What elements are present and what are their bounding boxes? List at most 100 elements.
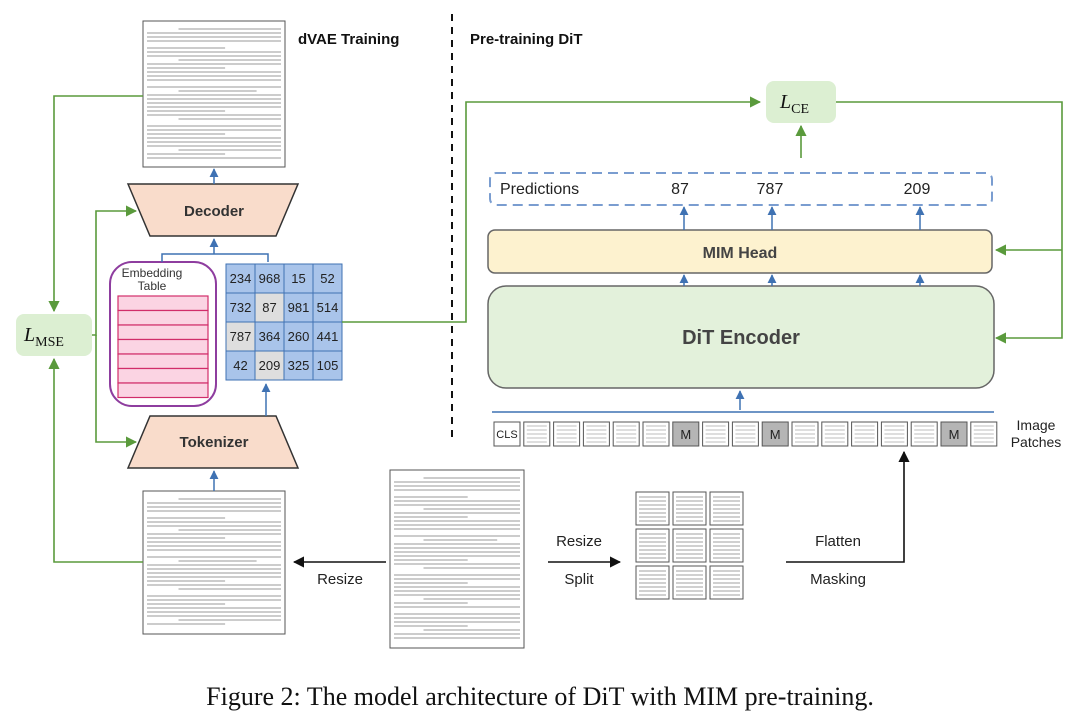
embedding-row (117, 324, 209, 341)
mim-head-label: MIM Head (703, 245, 778, 262)
embedding-row (117, 309, 209, 326)
token-value: 15 (291, 271, 305, 286)
mim-to-prediction-arrows (679, 206, 925, 230)
image-patch (970, 421, 998, 447)
token-value: 42 (233, 358, 247, 373)
image-patch (582, 421, 610, 447)
token-value: 234 (230, 271, 252, 286)
ce-loss-symbol: L (779, 91, 791, 113)
image-patch (731, 421, 759, 447)
mse-loss-symbol: L (23, 324, 35, 346)
decoder-block: Decoder (126, 183, 300, 237)
split-patch (635, 491, 670, 526)
resize-left-label: Resize (317, 571, 363, 588)
tokenizer-label: Tokenizer (180, 434, 249, 451)
mse-loss-box: LMSE (16, 314, 92, 356)
masked-patch (672, 421, 700, 447)
split-patch (635, 565, 670, 600)
embedding-row (117, 338, 209, 355)
image-patch (821, 421, 849, 447)
pretraining-dit-heading: Pre-training DiT (470, 31, 583, 48)
cls-token-label: CLS (496, 429, 517, 441)
split-patches-grid (635, 491, 744, 600)
embedding-row (117, 367, 209, 384)
masking-label: Masking (810, 571, 866, 588)
split-patch (672, 491, 707, 526)
grid-to-decoder-bracket (161, 238, 269, 262)
masked-patch (761, 421, 789, 447)
split-patch (709, 491, 744, 526)
token-cell (254, 350, 285, 381)
flatten-masking-arrow (786, 450, 910, 563)
image-patch (851, 421, 879, 447)
token-cell (312, 292, 343, 323)
flatten-label: Flatten (815, 533, 861, 550)
dvae-training-heading: dVAE Training (298, 31, 399, 48)
token-cell (225, 263, 256, 294)
token-cell (254, 321, 285, 352)
token-value: 209 (259, 358, 281, 373)
split-patch (709, 528, 744, 563)
embedding-table: Embedding Table (109, 261, 217, 407)
input-document-thumbnail (142, 490, 286, 635)
token-value: 514 (317, 300, 339, 315)
token-value: 105 (317, 358, 339, 373)
prediction-value-1: 87 (671, 181, 689, 198)
ce-feedback-line (836, 101, 1063, 344)
token-cell (283, 292, 314, 323)
tokens-to-ce-loss-arrow (342, 96, 762, 323)
mask-token-label: M (949, 427, 960, 442)
encoder-to-mim-arrows (679, 274, 925, 286)
token-cell (225, 292, 256, 323)
dit-encoder-block: DiT Encoder (487, 285, 995, 389)
cls-token (493, 421, 521, 447)
image-patches-label-line1: Image (1017, 417, 1056, 433)
image-patch (612, 421, 640, 447)
image-patch (880, 421, 908, 447)
patch-sequence: CLS M M M (493, 421, 998, 447)
svg-text:LMSE: LMSE (23, 324, 64, 350)
image-patch (702, 421, 730, 447)
image-patch (553, 421, 581, 447)
mim-head-block: MIM Head (487, 229, 993, 274)
mse-to-tokenizer-arrow (95, 335, 138, 448)
original-document-thumbnail (389, 469, 525, 649)
token-value: 52 (320, 271, 334, 286)
token-value: 732 (230, 300, 252, 315)
svg-text:LCE: LCE (779, 91, 809, 117)
split-label: Split (564, 571, 594, 588)
split-patch (672, 528, 707, 563)
prediction-value-2: 787 (757, 181, 784, 198)
token-value: 260 (288, 329, 310, 344)
mse-loss-subscript: MSE (35, 335, 64, 350)
predictions-label: Predictions (500, 181, 579, 198)
image-patches-label-line2: Patches (1011, 434, 1062, 450)
image-patch (910, 421, 938, 447)
token-cell (283, 321, 314, 352)
embedding-table-label-line1: Embedding (122, 266, 183, 280)
token-cell (312, 321, 343, 352)
mse-to-decoder-arrow (92, 205, 138, 336)
image-patch (523, 421, 551, 447)
token-cell (225, 321, 256, 352)
token-value: 441 (317, 329, 339, 344)
mask-token-label: M (680, 427, 691, 442)
input-doc-to-mse-arrow (48, 357, 143, 563)
split-patch (635, 528, 670, 563)
embedding-row (117, 382, 209, 399)
token-cell (254, 292, 285, 323)
embedding-table-label-line2: Table (138, 279, 167, 293)
token-cell (283, 350, 314, 381)
ce-loss-box: LCE (766, 81, 836, 123)
image-patch (642, 421, 670, 447)
image-patch (791, 421, 819, 447)
ce-loss-subscript: CE (791, 102, 809, 117)
mask-token-label: M (770, 427, 781, 442)
token-cell (283, 263, 314, 294)
token-value: 968 (259, 271, 281, 286)
split-patch (709, 565, 744, 600)
token-cell (312, 350, 343, 381)
token-value: 787 (230, 329, 252, 344)
